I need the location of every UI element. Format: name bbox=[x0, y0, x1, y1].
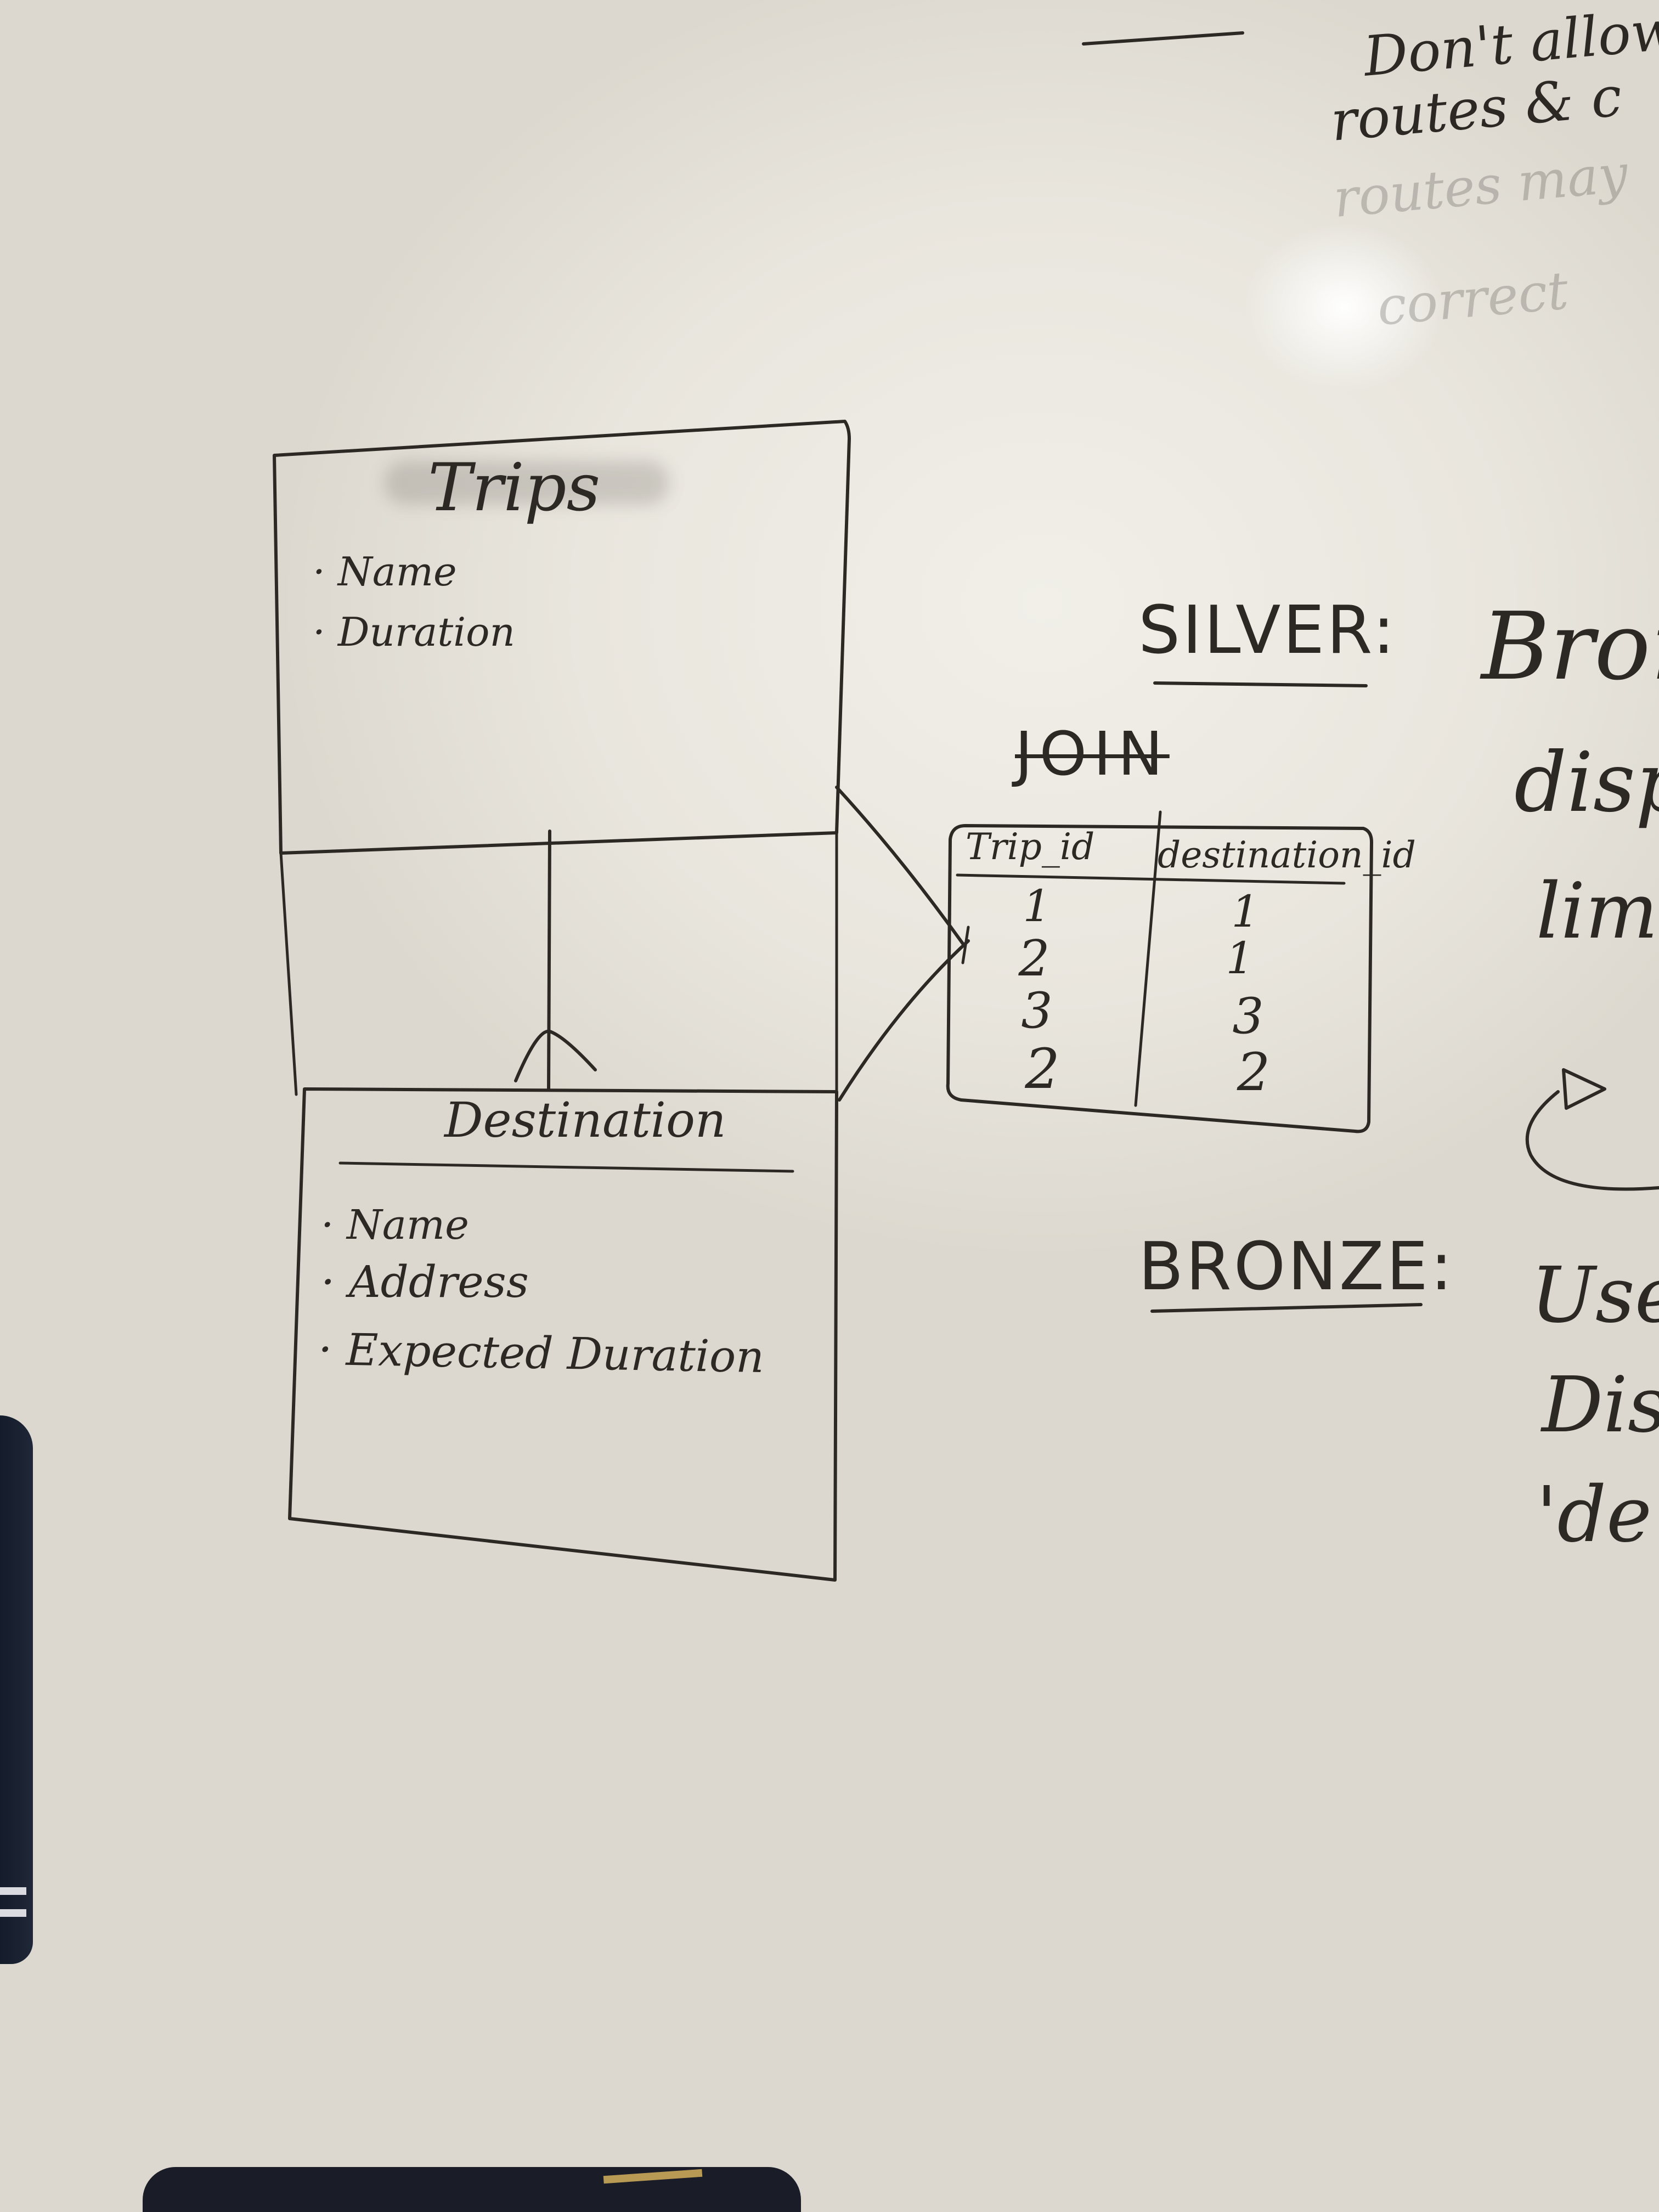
bronze-label: BRONZE: bbox=[1138, 1229, 1455, 1305]
join-header-rule bbox=[956, 873, 1346, 885]
silver-underline bbox=[1153, 681, 1368, 687]
join-table bbox=[946, 824, 1373, 1133]
bronze-text-2: Dis bbox=[1542, 1361, 1659, 1450]
destination-field-address: · Address bbox=[321, 1256, 529, 1307]
jacket-stripe bbox=[0, 1909, 26, 1917]
join-cell-dest-2: 1 bbox=[1226, 933, 1254, 984]
crows-foot bbox=[514, 1029, 597, 1082]
trips-field-duration: · Duration bbox=[313, 609, 515, 655]
destination-field-expected-duration: · Expected Duration bbox=[318, 1323, 765, 1383]
silver-text-2: disp bbox=[1514, 735, 1659, 831]
destination-field-name: · Name bbox=[321, 1201, 469, 1249]
join-cell-trip-4: 2 bbox=[1025, 1037, 1060, 1101]
destination-title-rule bbox=[338, 1161, 794, 1173]
bronze-underline bbox=[1150, 1303, 1423, 1313]
arrow-loop bbox=[1525, 1090, 1659, 1191]
arrow-head-icon bbox=[1562, 1068, 1606, 1110]
trips-title: Trips bbox=[428, 450, 601, 526]
jacket-stripe bbox=[0, 1887, 26, 1895]
trips-to-join-line bbox=[835, 786, 964, 945]
join-cell-trip-3: 3 bbox=[1021, 982, 1053, 1040]
join-column-destination-id: destination_id bbox=[1158, 834, 1416, 876]
left-connector bbox=[279, 851, 298, 1096]
relation-line bbox=[547, 830, 551, 1091]
dark-fabric bbox=[143, 2167, 801, 2212]
silver-text-3: lim bbox=[1536, 867, 1658, 956]
join-cell-trip-1: 1 bbox=[1023, 881, 1051, 932]
trips-field-name: · Name bbox=[313, 549, 457, 595]
destination-box bbox=[288, 1087, 838, 1582]
silver-label: SILVER: bbox=[1138, 592, 1397, 669]
join-column-divider bbox=[1134, 810, 1162, 1107]
join-cell-dest-4: 2 bbox=[1237, 1042, 1271, 1103]
join-cell-dest-1: 1 bbox=[1231, 886, 1260, 937]
join-tick bbox=[961, 926, 970, 964]
bronze-text-3: 'de bbox=[1536, 1470, 1652, 1560]
bronze-text-1: User bbox=[1531, 1251, 1659, 1340]
title-smudge bbox=[384, 461, 669, 505]
top-underline bbox=[1082, 31, 1244, 46]
silver-text-1: Bron bbox=[1481, 592, 1659, 701]
join-heading: JOIN bbox=[1015, 719, 1170, 789]
join-cell-trip-2: 2 bbox=[1018, 930, 1050, 988]
join-cell-dest-3: 3 bbox=[1232, 988, 1264, 1045]
jacket-sleeve bbox=[0, 1415, 33, 1964]
destination-title: Destination bbox=[444, 1092, 726, 1148]
join-column-trip-id: Trip_id bbox=[966, 826, 1095, 868]
trips-box bbox=[273, 420, 851, 855]
